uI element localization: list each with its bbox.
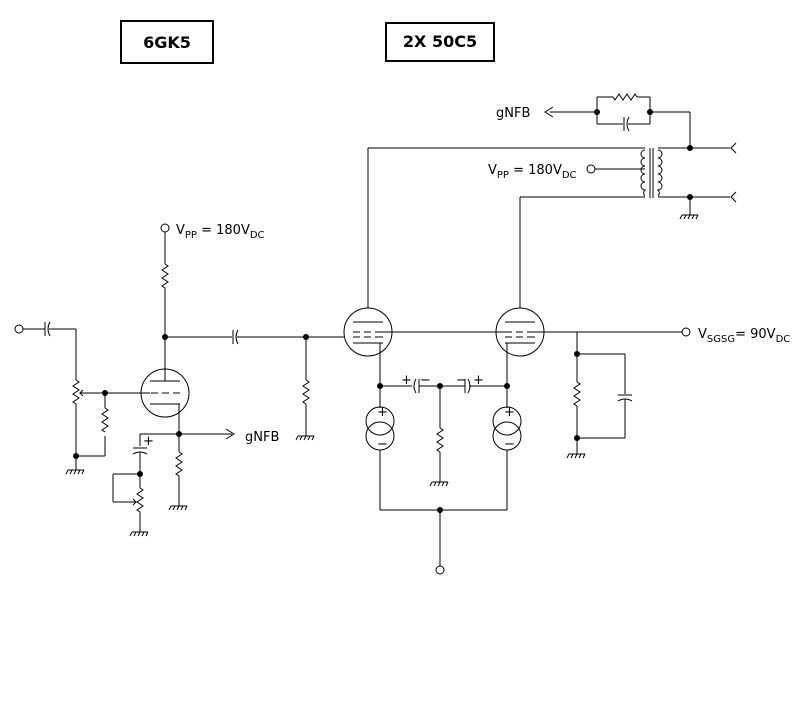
feedback-resistor	[612, 93, 638, 101]
negative-supply-terminal	[435, 565, 445, 575]
ground-symbol	[129, 531, 149, 537]
cathode-coupling-cap-right: − +	[456, 373, 484, 394]
cathode-bypass-capacitor: +	[132, 434, 154, 455]
driver-tube-title-box: 6GK5	[120, 20, 214, 64]
svg-text:+: +	[473, 373, 484, 388]
svg-text:+: +	[143, 434, 154, 449]
vpp-output-label: VPP = 180VDC	[488, 163, 577, 181]
svg-text:−: −	[420, 373, 431, 388]
speaker-output-bottom	[730, 191, 737, 203]
ground-symbol	[429, 481, 449, 487]
output-transformer	[640, 148, 663, 198]
volume-potentiometer	[72, 379, 86, 405]
input-terminal	[14, 324, 24, 334]
ground-symbol	[566, 453, 586, 459]
current-source-right: + −	[492, 405, 522, 452]
output-tubes-title-box: 2X 50C5	[385, 22, 495, 62]
output-tubes-title: 2X 50C5	[403, 32, 477, 51]
ground-symbol	[679, 214, 699, 220]
plate-resistor-driver	[161, 263, 169, 294]
vpp-driver-terminal	[160, 223, 170, 233]
vpp-driver-label: VPP = 180VDC	[176, 223, 265, 241]
cathode-center-resistor	[436, 427, 444, 453]
feedback-capacitor	[623, 116, 630, 132]
cathode-resistor-driver	[175, 451, 183, 477]
screen-resistor	[573, 381, 581, 407]
vsgsg-label: VSGSG= 90VDC	[698, 327, 790, 345]
ground-symbol	[295, 435, 315, 441]
coupling-capacitor	[232, 329, 239, 345]
input-section	[14, 321, 140, 475]
gnfb-driver-label: gNFB	[245, 430, 279, 445]
svg-text:−: −	[504, 437, 515, 452]
ground-symbol	[168, 505, 188, 511]
ground-symbol	[65, 469, 85, 475]
gnfb-top-label: gNFB	[496, 106, 530, 121]
svg-text:+: +	[377, 405, 388, 420]
cathode-trimmer	[136, 487, 144, 513]
grid-resistor	[101, 407, 109, 433]
svg-text:−: −	[377, 437, 388, 452]
driver-tube-title: 6GK5	[143, 33, 191, 52]
svg-text:+: +	[504, 405, 515, 420]
svg-text:+: +	[401, 373, 412, 388]
output-grid-resistor	[302, 379, 310, 405]
input-capacitor	[44, 321, 51, 337]
speaker-output-top	[730, 142, 737, 154]
gnfb-top-arrow	[544, 106, 554, 118]
vsgsg-terminal	[681, 327, 691, 337]
cathode-coupling-cap-left: + −	[401, 373, 431, 394]
driver-tube-6gk5	[140, 368, 190, 418]
current-source-left: + −	[365, 405, 395, 452]
gnfb-driver-arrow	[225, 428, 235, 440]
vpp-output-terminal	[586, 164, 596, 174]
svg-text:−: −	[456, 373, 467, 388]
